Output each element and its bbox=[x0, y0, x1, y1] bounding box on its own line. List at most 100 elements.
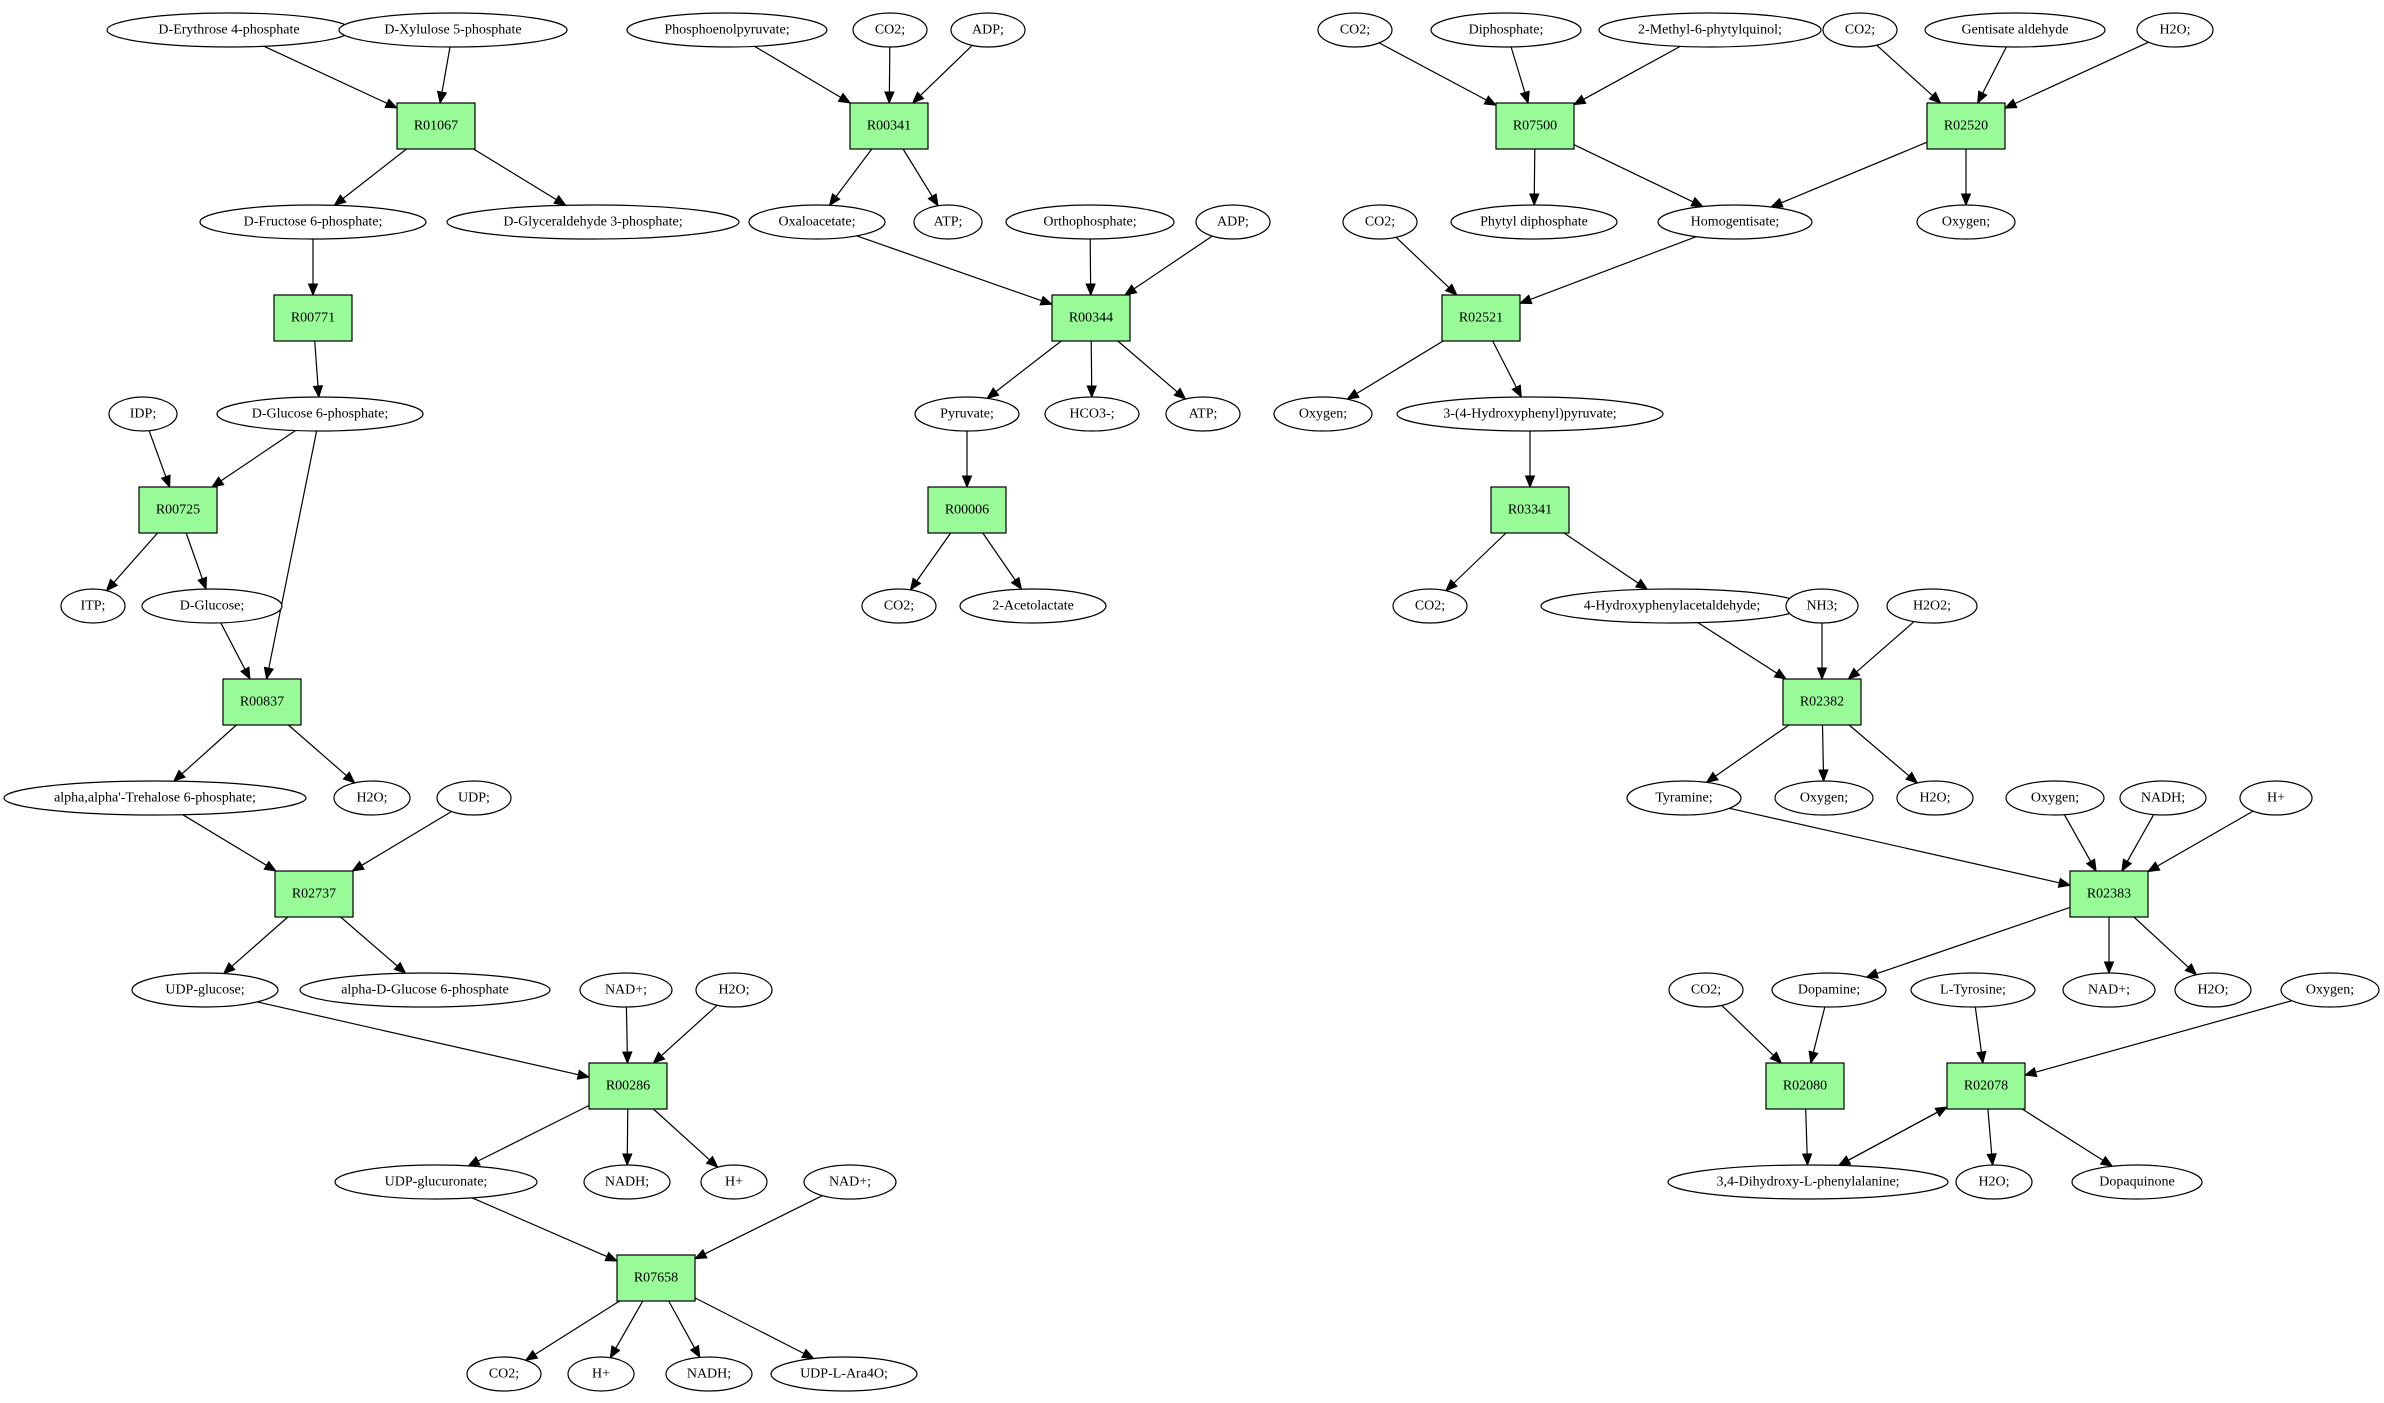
arrowhead-c_adp_b-to-r_R00344 bbox=[1123, 284, 1138, 296]
compound-node[interactable]: CO2; bbox=[466, 1356, 542, 1392]
compound-node[interactable]: D-Glucose 6-phosphate; bbox=[216, 396, 424, 432]
compound-ellipse bbox=[914, 396, 1020, 432]
compound-node[interactable]: Oxygen; bbox=[2280, 972, 2380, 1008]
edge-r_R00341-to-c_oaa bbox=[835, 148, 873, 197]
compound-node[interactable]: NADH; bbox=[2119, 780, 2207, 816]
compound-node[interactable]: Phytyl diphosphate bbox=[1450, 204, 1618, 240]
compound-node[interactable]: ATP; bbox=[1165, 396, 1241, 432]
compound-node[interactable]: Oxygen; bbox=[1273, 396, 1373, 432]
compound-label: H2O; bbox=[2197, 983, 2228, 998]
compound-node[interactable]: NAD+; bbox=[2062, 972, 2156, 1008]
compound-node[interactable]: D-Fructose 6-phosphate; bbox=[199, 204, 427, 240]
reaction-node[interactable]: R00344 bbox=[1051, 294, 1131, 342]
compound-node[interactable]: CO2; bbox=[1822, 12, 1898, 48]
compound-node[interactable]: NAD+; bbox=[803, 1164, 897, 1200]
compound-node[interactable]: D-Glucose; bbox=[141, 588, 283, 624]
edge-c_udpg-to-r_R00286 bbox=[257, 1001, 579, 1076]
compound-ellipse bbox=[1342, 204, 1418, 240]
compound-node[interactable]: IDP; bbox=[108, 396, 178, 432]
compound-node[interactable]: 2-Methyl-6-phytylquinol; bbox=[1598, 12, 1822, 48]
compound-node[interactable]: Oxygen; bbox=[2005, 780, 2105, 816]
compound-node[interactable]: 3-(4-Hydroxyphenyl)pyruvate; bbox=[1396, 396, 1664, 432]
compound-node[interactable]: alpha-D-Glucose 6-phosphate bbox=[299, 972, 551, 1008]
compound-ellipse bbox=[2136, 12, 2214, 48]
reaction-node[interactable]: R03341 bbox=[1490, 486, 1570, 534]
compound-node[interactable]: UDP-L-Ara4O; bbox=[770, 1356, 918, 1392]
compound-node[interactable]: Gentisate aldehyde bbox=[1924, 12, 2106, 48]
compound-node[interactable]: 3,4-Dihydroxy-L-phenylalanine; bbox=[1667, 1164, 1949, 1200]
reaction-node[interactable]: R00725 bbox=[138, 486, 218, 534]
reaction-node[interactable]: R02521 bbox=[1441, 294, 1521, 342]
compound-node[interactable]: ADP; bbox=[1195, 204, 1271, 240]
compound-node[interactable]: CO2; bbox=[1668, 972, 1744, 1008]
reaction-node[interactable]: R02382 bbox=[1782, 678, 1862, 726]
reaction-node[interactable]: R02080 bbox=[1765, 1062, 1845, 1110]
compound-node[interactable]: Tyramine; bbox=[1626, 780, 1742, 816]
compound-node[interactable]: NADH; bbox=[583, 1164, 671, 1200]
reaction-node[interactable]: R00771 bbox=[273, 294, 353, 342]
edge-r_R01067-to-c_gap bbox=[473, 148, 557, 201]
compound-node[interactable]: CO2; bbox=[1317, 12, 1393, 48]
compound-node[interactable]: NAD+; bbox=[579, 972, 673, 1008]
compound-node[interactable]: CO2; bbox=[1342, 204, 1418, 240]
compound-ellipse bbox=[748, 204, 886, 240]
compound-node[interactable]: Pyruvate; bbox=[914, 396, 1020, 432]
compound-node[interactable]: Diphosphate; bbox=[1430, 12, 1582, 48]
compound-node[interactable]: 4-Hydroxyphenylacetaldehyde; bbox=[1540, 588, 1804, 624]
compound-node[interactable]: Homogentisate; bbox=[1657, 204, 1813, 240]
reaction-node[interactable]: R00341 bbox=[849, 102, 929, 150]
compound-label: L-Tyrosine; bbox=[1940, 983, 2006, 998]
compound-label: NAD+; bbox=[2088, 983, 2130, 998]
compound-node[interactable]: UDP; bbox=[436, 780, 512, 816]
reaction-node[interactable]: R00286 bbox=[588, 1062, 668, 1110]
reaction-node[interactable]: R02737 bbox=[274, 870, 354, 918]
compound-node[interactable]: UDP-glucose; bbox=[131, 972, 279, 1008]
compound-node[interactable]: ITP; bbox=[60, 588, 126, 624]
compound-label: Phytyl diphosphate bbox=[1480, 215, 1588, 230]
compound-label: CO2; bbox=[489, 1367, 519, 1382]
compound-node[interactable]: D-Xylulose 5-phosphate bbox=[338, 12, 568, 48]
compound-node[interactable]: H+ bbox=[567, 1356, 635, 1392]
compound-node[interactable]: Oxygen; bbox=[1774, 780, 1874, 816]
compound-node[interactable]: H+ bbox=[2239, 780, 2313, 816]
reaction-node[interactable]: R07500 bbox=[1495, 102, 1575, 150]
compound-node[interactable]: D-Glyceraldehyde 3-phosphate; bbox=[446, 204, 740, 240]
reaction-node[interactable]: R02383 bbox=[2069, 870, 2149, 918]
compound-node[interactable]: H+ bbox=[700, 1164, 768, 1200]
compound-node[interactable]: H2O; bbox=[1896, 780, 1974, 816]
edge-c_nadp_a-to-r_R00286 bbox=[625, 1006, 628, 1053]
compound-node[interactable]: NH3; bbox=[1785, 588, 1859, 624]
reaction-node[interactable]: R00006 bbox=[927, 486, 1007, 534]
compound-node[interactable]: H2O; bbox=[2136, 12, 2214, 48]
compound-node[interactable]: alpha,alpha'-Trehalose 6-phosphate; bbox=[3, 780, 307, 816]
compound-node[interactable]: Dopaquinone bbox=[2071, 1164, 2203, 1200]
compound-node[interactable]: H2O; bbox=[2174, 972, 2252, 1008]
compound-node[interactable]: ADP; bbox=[950, 12, 1026, 48]
compound-node[interactable]: CO2; bbox=[1392, 588, 1468, 624]
compound-label: NADH; bbox=[687, 1367, 731, 1382]
reaction-node[interactable]: R02078 bbox=[1946, 1062, 2026, 1110]
compound-node[interactable]: 2-Acetolactate bbox=[959, 588, 1107, 624]
compound-node[interactable]: ATP; bbox=[913, 204, 983, 240]
compound-node[interactable]: H2O; bbox=[333, 780, 411, 816]
compound-node[interactable]: H2O2; bbox=[1886, 588, 1978, 624]
compound-node[interactable]: H2O; bbox=[695, 972, 773, 1008]
compound-node[interactable]: H2O; bbox=[1955, 1164, 2033, 1200]
reaction-node[interactable]: R02520 bbox=[1926, 102, 2006, 150]
compound-node[interactable]: NADH; bbox=[665, 1356, 753, 1392]
compound-node[interactable]: UDP-glucuronate; bbox=[334, 1164, 538, 1200]
compound-node[interactable]: Oxygen; bbox=[1916, 204, 2016, 240]
compound-node[interactable]: Oxaloacetate; bbox=[748, 204, 886, 240]
reaction-node[interactable]: R07658 bbox=[616, 1254, 696, 1302]
compound-node[interactable]: Dopamine; bbox=[1771, 972, 1887, 1008]
compound-node[interactable]: HCO3-; bbox=[1044, 396, 1140, 432]
compound-node[interactable]: CO2; bbox=[861, 588, 937, 624]
compound-node[interactable]: L-Tyrosine; bbox=[1910, 972, 2036, 1008]
compound-node[interactable]: Phosphoenolpyruvate; bbox=[626, 12, 828, 48]
arrowhead-r_R00286-to-c_hplus_b bbox=[705, 1155, 719, 1169]
compound-node[interactable]: D-Erythrose 4-phosphate bbox=[106, 12, 352, 48]
compound-node[interactable]: Orthophosphate; bbox=[1005, 204, 1175, 240]
reaction-node[interactable]: R00837 bbox=[222, 678, 302, 726]
compound-node[interactable]: CO2; bbox=[852, 12, 928, 48]
reaction-node[interactable]: R01067 bbox=[396, 102, 476, 150]
